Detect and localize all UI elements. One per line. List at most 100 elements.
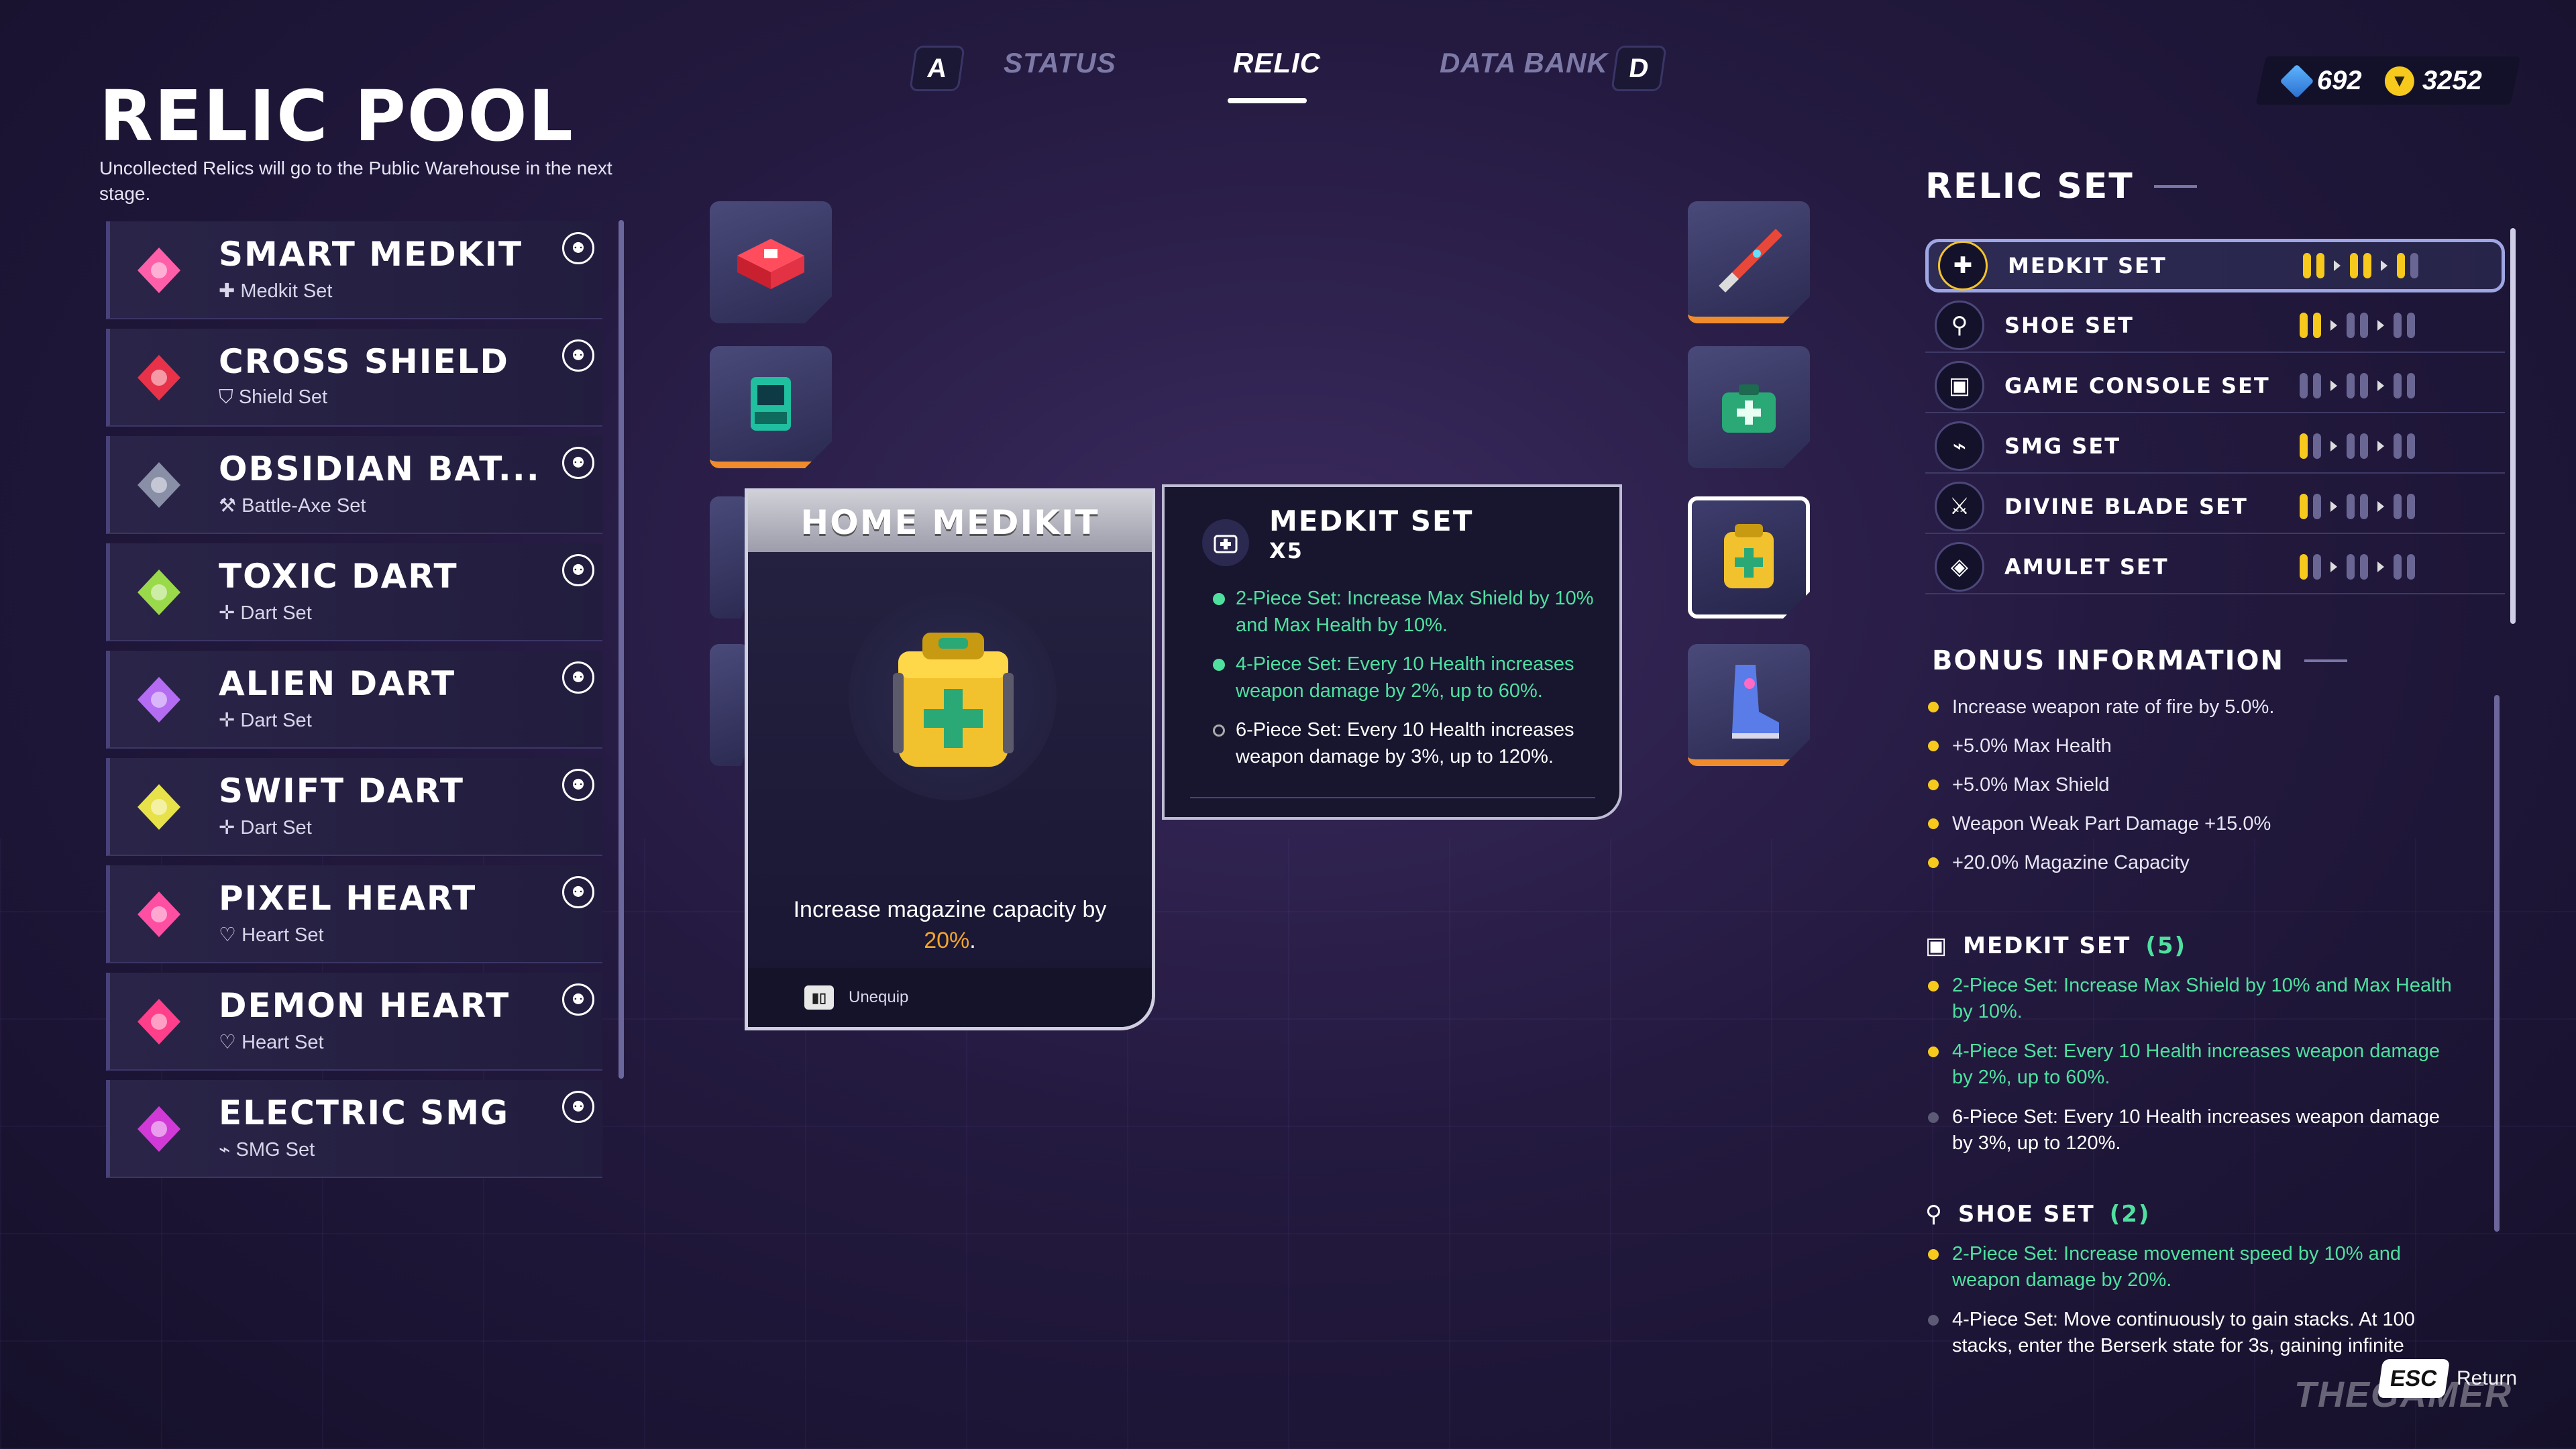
item-desc-prefix: Increase magazine capacity by (793, 897, 1107, 922)
relic-list-item[interactable]: PIXEL HEART♡ Heart Set⚉ (106, 865, 602, 963)
relic-set-name: DIVINE BLADE SET (2004, 494, 2248, 519)
prev-tab-key[interactable]: A (909, 46, 965, 91)
relic-list-item[interactable]: SMART MEDKIT✚ Medkit Set⚉ (106, 221, 602, 319)
relic-set-row[interactable]: ▣GAME CONSOLE SET (1925, 360, 2505, 413)
progress-pip (2313, 373, 2321, 398)
team-share-icon[interactable]: ⚉ (562, 339, 594, 372)
relic-set-name: Heart Set (241, 924, 324, 946)
bullet-icon (1928, 818, 1939, 829)
medkit-icon: ▣ (1925, 932, 1949, 959)
next-tab-key[interactable]: D (1611, 46, 1667, 91)
unequip-action[interactable]: ▮▯ Unequip (748, 968, 1152, 1027)
relic-list-item[interactable]: ELECTRIC SMG⌁ SMG Set⚉ (106, 1080, 602, 1178)
relic-list-item[interactable]: SWIFT DART✛ Dart Set⚉ (106, 758, 602, 856)
bullet-icon (1928, 1249, 1939, 1260)
progress-pip (2407, 554, 2415, 580)
tab-data-bank[interactable]: DATA BANK (1440, 47, 1608, 78)
blade-icon: ⚔ (1935, 482, 1984, 531)
progress-pip (2300, 373, 2308, 398)
team-share-icon[interactable]: ⚉ (562, 554, 594, 586)
coin-counter: ▼ 3252 (2384, 66, 2482, 96)
team-share-icon[interactable]: ⚉ (562, 447, 594, 479)
home-medikit-icon (1724, 524, 1774, 588)
relic-set-label: ✛ Dart Set (219, 601, 312, 625)
set-progress-pips (2303, 253, 2418, 278)
relic-thumbnail-icon (130, 671, 188, 729)
relic-list-item[interactable]: OBSIDIAN BAT...⚒ Battle-Axe Set⚉ (106, 436, 602, 534)
set-bonus-text: 2-Piece Set: Increase Max Shield by 10% … (1236, 588, 1594, 636)
progress-pip (2313, 554, 2321, 580)
progress-pip (2316, 253, 2324, 278)
set-icon: ✛ (219, 602, 235, 624)
relic-list-item[interactable]: CROSS SHIELD⛉ Shield Set⚉ (106, 329, 602, 427)
relic-list-scrollbar[interactable] (619, 220, 624, 1079)
relic-set-row[interactable]: ✚MEDKIT SET (1925, 239, 2505, 292)
bonus-list: Increase weapon rate of fire by 5.0%.+5.… (1925, 692, 2462, 887)
relic-set-row[interactable]: ⚲SHOE SET (1925, 299, 2505, 353)
bullet-icon (1928, 857, 1939, 868)
relic-slot-2[interactable] (710, 346, 832, 468)
relic-set-name: SMG SET (2004, 433, 2121, 459)
relic-set-row[interactable]: ⌁SMG SET (1925, 420, 2505, 474)
set-bonus-text: 6-Piece Set: Every 10 Health increases w… (1236, 719, 1574, 767)
return-action[interactable]: ESC Return (2377, 1359, 2517, 1398)
bonus-scrollbar[interactable] (2494, 695, 2500, 1232)
team-share-icon[interactable]: ⚉ (562, 232, 594, 264)
team-share-icon[interactable]: ⚉ (562, 769, 594, 801)
progress-pip (2394, 494, 2402, 519)
team-share-icon[interactable]: ⚉ (562, 876, 594, 908)
relic-name: ELECTRIC SMG (219, 1093, 509, 1132)
medkit-icon (1202, 519, 1249, 566)
relic-set-name: Shield Set (238, 386, 328, 408)
relic-set-scrollbar[interactable] (2510, 228, 2516, 624)
medkit-detail-count: (5) (2145, 932, 2187, 959)
relic-slot-1[interactable] (710, 201, 832, 323)
relic-set-name: SMG Set (235, 1139, 315, 1161)
relic-thumbnail-icon (130, 241, 188, 299)
set-progress-pips (2300, 373, 2415, 398)
set-icon: ♡ (219, 924, 236, 946)
relic-list-item[interactable]: TOXIC DART✛ Dart Set⚉ (106, 543, 602, 641)
relic-thumbnail-icon (130, 1100, 188, 1158)
set-icon: ♡ (219, 1032, 236, 1053)
chevron-right-icon (2330, 561, 2337, 572)
tab-relic[interactable]: RELIC (1233, 47, 1321, 78)
relic-slot-4[interactable] (710, 644, 750, 766)
set-icon: ✛ (219, 710, 235, 731)
relic-set-row[interactable]: ⚔ DIVINE BLADE SET (1925, 480, 2505, 534)
tab-status[interactable]: STATUS (1004, 47, 1116, 78)
bonus-heading: BONUS INFORMATION (1932, 645, 2347, 676)
bullet-icon (1213, 593, 1225, 605)
gem-counter: 692 (2279, 63, 2362, 98)
set-bonus-tooltip: MEDKIT SET X5 2-Piece Set: Increase Max … (1162, 484, 1622, 820)
relic-set-row[interactable]: ◈AMULET SET (1925, 541, 2505, 594)
divider (1190, 797, 1595, 798)
relic-slot-8[interactable] (1688, 644, 1810, 766)
item-desc-suffix: . (969, 928, 976, 953)
set-progress-pips (2300, 433, 2415, 459)
gold-v-coin-icon: ▼ (2384, 66, 2414, 95)
set-icon: ✚ (219, 280, 235, 302)
bonus-text: Increase weapon rate of fire by 5.0%. (1952, 696, 2275, 718)
shoe-icon: ⚲ (1925, 1201, 1943, 1228)
team-share-icon[interactable]: ⚉ (562, 1091, 594, 1123)
team-share-icon[interactable]: ⚉ (562, 983, 594, 1016)
set-bonus-text: 6-Piece Set: Every 10 Health increases w… (1952, 1106, 2440, 1154)
progress-pip (2347, 433, 2355, 459)
relic-slot-5[interactable] (1688, 201, 1810, 323)
relic-slot-3[interactable] (710, 496, 750, 619)
relic-list-item[interactable]: DEMON HEART♡ Heart Set⚉ (106, 973, 602, 1071)
relic-thumbnail-icon (130, 885, 188, 943)
team-share-icon[interactable]: ⚉ (562, 661, 594, 694)
relic-set-name: Dart Set (240, 602, 312, 624)
medkit-detail-title: MEDKIT SET (1963, 932, 2131, 959)
blue-cube-icon (2279, 63, 2314, 98)
progress-pip (2347, 313, 2355, 338)
chevron-right-icon (2377, 380, 2384, 391)
relic-slot-7-selected[interactable] (1688, 496, 1810, 619)
relic-list-item[interactable]: ALIEN DART✛ Dart Set⚉ (106, 651, 602, 749)
relic-slot-6[interactable] (1688, 346, 1810, 468)
chevron-right-icon (2330, 320, 2337, 331)
chevron-right-icon (2330, 501, 2337, 512)
set-progress-pips (2300, 313, 2415, 338)
